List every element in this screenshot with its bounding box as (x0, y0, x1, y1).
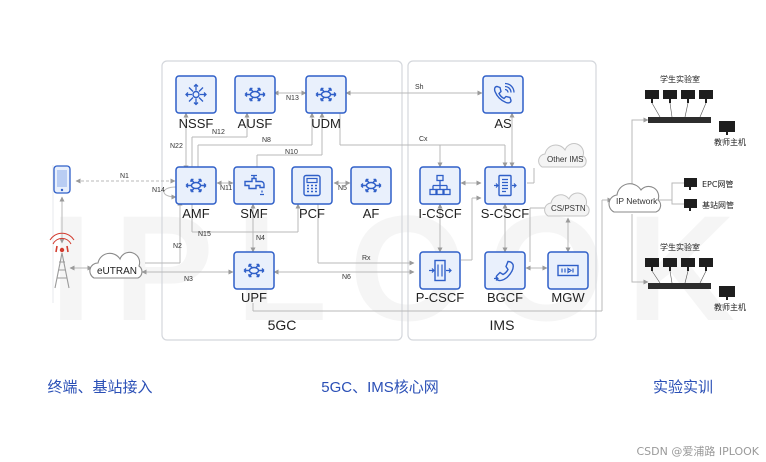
fivegc-panel (161, 60, 403, 341)
node-pcscf[interactable]: P-CSCF (416, 251, 464, 305)
n11-label: N11 (220, 185, 232, 192)
n4-label: N4 (256, 235, 265, 242)
node-af[interactable]: AF (350, 166, 392, 221)
media-gateway-icon (557, 264, 579, 277)
ipnet-lab-top (631, 117, 649, 186)
n1-label: N1 (120, 173, 129, 180)
n5-label: N5 (338, 185, 347, 192)
n13-label: N13 (286, 95, 299, 102)
document-list-icon (494, 174, 517, 197)
udm-label: UDM (311, 116, 341, 131)
n8-label: N8 (262, 137, 271, 144)
region-core-label: 5GC、IMS核心网 (321, 379, 439, 396)
monitor-row-top (645, 90, 713, 103)
nssf-label: NSSF (179, 116, 214, 131)
pcf-label: PCF (299, 206, 325, 221)
eutran-cloud[interactable]: eUTRAN (89, 251, 143, 279)
upf-label: UPF (241, 290, 267, 305)
ue-device[interactable] (53, 165, 71, 194)
amf-label: AMF (182, 206, 210, 221)
interface-labels: N1 N2 N3 N4 N5 N6 N8 N10 N11 N12 N13 N14… (120, 84, 428, 283)
region-access-label: 终端、基站接入 (47, 379, 152, 396)
ims-section-label: IMS (490, 317, 515, 333)
other-ims-cloud[interactable]: Other IMS (538, 143, 587, 168)
region-lab-label: 实验实训 (653, 379, 713, 396)
n22-label: N22 (170, 143, 183, 150)
credit-text: CSDN @爱浦路 IPLOOK (637, 445, 760, 458)
rx-label: Rx (362, 255, 371, 262)
switch-top (648, 117, 711, 123)
smf-label: SMF (240, 206, 268, 221)
mgw-label: MGW (551, 290, 585, 305)
node-mgw[interactable]: MGW (547, 251, 589, 305)
node-smf[interactable]: SMF (233, 166, 275, 221)
ip-network-label: IP Network (616, 196, 658, 206)
org-chart-icon (429, 174, 451, 196)
ip-network-cloud[interactable]: IP Network (608, 183, 662, 213)
epc-netmgmt-label: EPC网管 (702, 179, 733, 189)
node-upf[interactable]: UPF (233, 251, 275, 305)
scscf-label: S-CSCF (481, 206, 529, 221)
node-icscf[interactable]: I-CSCF (418, 166, 462, 221)
calculator-icon (303, 174, 321, 197)
hub-arrows-icon (185, 83, 207, 106)
node-nssf[interactable]: NSSF (175, 75, 217, 131)
n14-label: N14 (152, 187, 165, 194)
n15-label: N15 (198, 231, 211, 238)
lab-top: 学生实验室 教师主机 (645, 74, 746, 147)
phone-icon (494, 260, 514, 282)
pcscf-label: P-CSCF (416, 290, 464, 305)
lab-bottom: 学生实验室 教师主机 (645, 242, 746, 312)
cs-pstn-cloud[interactable]: CS/PSTN (544, 192, 590, 217)
ims-panel (407, 60, 597, 341)
door-arrows-icon (429, 259, 452, 282)
sh-label: Sh (415, 84, 424, 91)
bs-netmgmt-label: 基站网管 (702, 200, 734, 210)
teacher-host-bottom (719, 286, 735, 300)
ausf-label: AUSF (238, 116, 273, 131)
n12-label: N12 (212, 129, 225, 136)
teacher-host-top (719, 121, 735, 135)
bgcf-label: BGCF (487, 290, 523, 305)
cx-label: Cx (419, 136, 428, 143)
node-udm[interactable]: UDM (305, 75, 347, 131)
pipe-faucet-icon (244, 174, 265, 196)
switch-bottom (648, 283, 711, 289)
student-lab-bottom-label: 学生实验室 (660, 242, 700, 252)
other-ims-label: Other IMS (547, 155, 583, 164)
n6-label: N6 (342, 274, 351, 281)
n10-label: N10 (285, 149, 298, 156)
cell-tower-icon[interactable] (49, 232, 75, 289)
student-lab-top-label: 学生实验室 (660, 74, 700, 84)
teacher-host-top-label: 教师主机 (714, 137, 746, 147)
node-as[interactable]: AS (482, 75, 524, 131)
node-scscf[interactable]: S-CSCF (481, 166, 529, 221)
monitor-row-bottom (645, 258, 713, 271)
teacher-host-bottom-label: 教师主机 (714, 302, 746, 312)
as-label: AS (494, 116, 512, 131)
ipnet-lab-bottom (631, 214, 649, 285)
node-pcf[interactable]: PCF (291, 166, 333, 221)
node-ausf[interactable]: AUSF (234, 75, 276, 131)
n2-label: N2 (173, 243, 182, 250)
icscf-label: I-CSCF (418, 206, 461, 221)
af-label: AF (363, 206, 380, 221)
node-amf[interactable]: AMF (175, 166, 217, 221)
phone-signal-icon (493, 82, 515, 104)
eutran-label: eUTRAN (97, 266, 137, 277)
lab-mgmt: EPC网管 基站网管 (671, 178, 734, 211)
n14-loop (163, 186, 177, 200)
cs-pstn-label: CS/PSTN (551, 204, 586, 213)
n3-label: N3 (184, 276, 193, 283)
node-bgcf[interactable]: BGCF (484, 251, 526, 305)
connections (59, 90, 672, 312)
fivegc-section-label: 5GC (268, 317, 297, 333)
